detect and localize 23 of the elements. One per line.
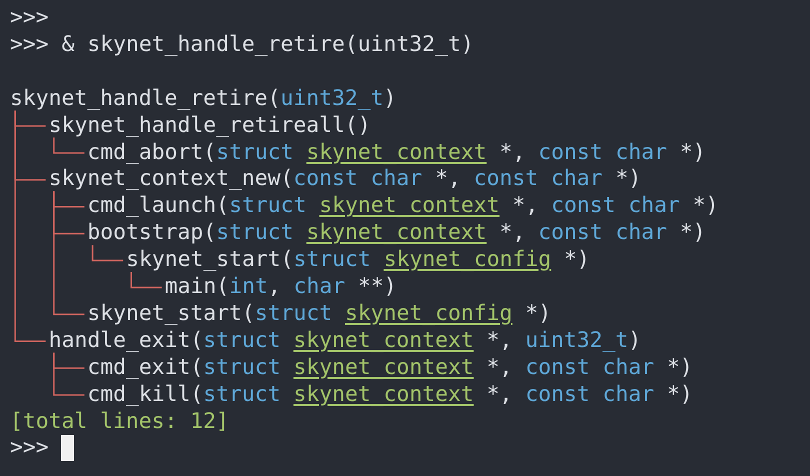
call-tree-entry: main(int, char **) — [164, 274, 397, 301]
call-tree-entry: cmd_exit(struct skynet_context *, const char *) — [87, 354, 693, 382]
tree-branch-line — [53, 138, 84, 154]
call-tree-entry: skynet_start(struct skynet_config *) — [126, 247, 590, 274]
tree-branch-line — [53, 352, 84, 396]
call-tree-entry: bootstrap(struct skynet_context *, const char *) — [87, 220, 706, 248]
tree-branch-line — [130, 272, 162, 288]
call-tree-entry: cmd_kill(struct skynet_context *, const char *) — [87, 382, 693, 408]
prompt: >>> — [10, 5, 49, 32]
tree-branch-line — [14, 110, 46, 342]
call-tree-entry: cmd_launch(struct skynet_context *, const char *) — [87, 193, 719, 220]
call-tree-entry: skynet_start(struct skynet_config *) — [87, 300, 552, 328]
status-message: [total lines: 12] — [10, 408, 229, 436]
tree-branch-line — [53, 191, 84, 316]
call-tree-entry: skynet_context_new(const char *, const char *) — [48, 166, 642, 194]
prompt: >>> — [10, 435, 49, 462]
call-tree-entry: skynet_handle_retireall() — [48, 112, 371, 140]
call-tree-entry: skynet_handle_retire(uint32_t) — [10, 86, 396, 113]
tree-branch-line — [92, 245, 124, 262]
call-tree-entry: cmd_abort(struct skynet_context *, const char *) — [87, 140, 706, 166]
command-text: & skynet_handle_retire(uint32_t) — [62, 32, 474, 59]
prompt: >>> — [10, 32, 49, 59]
call-tree-entry: handle_exit(struct skynet_context *, uint32_t) — [48, 328, 642, 355]
